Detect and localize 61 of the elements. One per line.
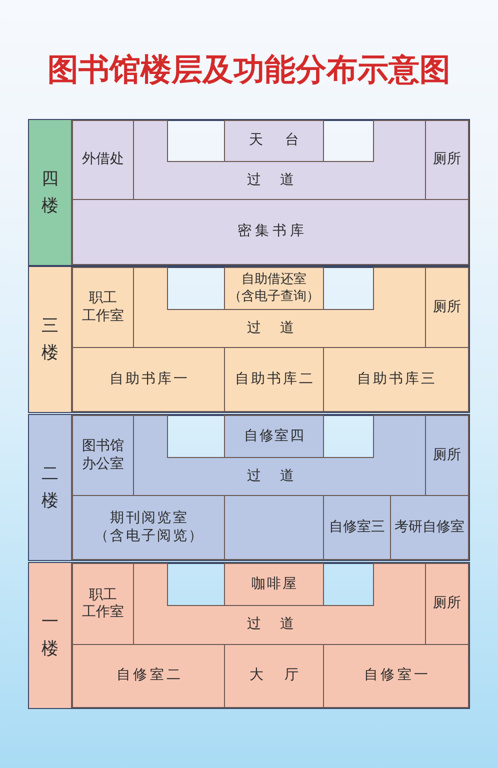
room-label: 厕所: [433, 151, 461, 169]
room-label: 密集书库: [237, 223, 308, 241]
floor-name: 三楼: [42, 315, 58, 364]
corridor-label: 过道: [247, 172, 313, 190]
room-label: 自助书库三: [356, 370, 438, 388]
room: [425, 267, 469, 348]
floor-name: 二楼: [42, 463, 58, 512]
room: [323, 347, 469, 412]
room: [425, 563, 469, 645]
corridor-label: 过道: [247, 320, 313, 338]
corridor: [133, 563, 426, 645]
room-label: 自修室四: [244, 428, 306, 446]
room: [425, 415, 469, 496]
room-label: 咖啡屋: [252, 576, 298, 594]
room: [224, 644, 324, 708]
room: [72, 563, 134, 645]
corridor: [133, 267, 426, 348]
room-label: 考研自修室: [394, 518, 464, 536]
room: [224, 415, 324, 458]
room: [323, 644, 469, 708]
floor-band: [29, 415, 469, 560]
room-label: 职工工作室: [82, 586, 124, 622]
room-label: 职工工作室: [82, 290, 124, 325]
floor-name: 一楼: [42, 611, 58, 660]
room: [72, 415, 134, 496]
room-label: 自修室三: [329, 518, 385, 536]
room-label: 自助借还室（含电子查询）: [228, 272, 320, 305]
room-label: 自修室一: [364, 667, 431, 685]
room-label: 期刊阅览室（含电子阅览）: [94, 510, 204, 545]
room-label: 图书馆办公室: [82, 438, 124, 473]
title: 图书馆楼层及功能分布示意图: [48, 52, 450, 90]
floor-band: [29, 563, 469, 708]
room: [224, 495, 324, 560]
room: [390, 495, 469, 560]
room-label: 天台: [248, 132, 322, 150]
corridor-label: 过道: [247, 468, 313, 486]
corridor: [133, 120, 426, 200]
room-label: 厕所: [433, 298, 461, 316]
room: [72, 644, 225, 708]
room: [72, 199, 469, 265]
room: [72, 495, 225, 560]
room: [425, 120, 469, 200]
room: [72, 120, 134, 200]
room-label: 自修室二: [116, 667, 184, 685]
room-label: 厕所: [433, 595, 461, 613]
room-label: 自助书库二: [234, 370, 316, 388]
room: [224, 563, 324, 606]
corridor: [133, 415, 426, 496]
room-label: 大厅: [250, 667, 320, 685]
room-label: 外借处: [82, 151, 124, 169]
room: [72, 347, 225, 412]
corridor-label: 过道: [247, 616, 313, 634]
floor-band: [29, 120, 469, 265]
room: [224, 347, 324, 412]
room: [72, 267, 134, 348]
room-label: 厕所: [433, 446, 461, 464]
room-label: 自助书库一: [109, 370, 190, 388]
floor-band: [29, 267, 469, 412]
room: [323, 495, 391, 560]
floor-name: 四楼: [42, 168, 58, 218]
room: [224, 120, 324, 162]
